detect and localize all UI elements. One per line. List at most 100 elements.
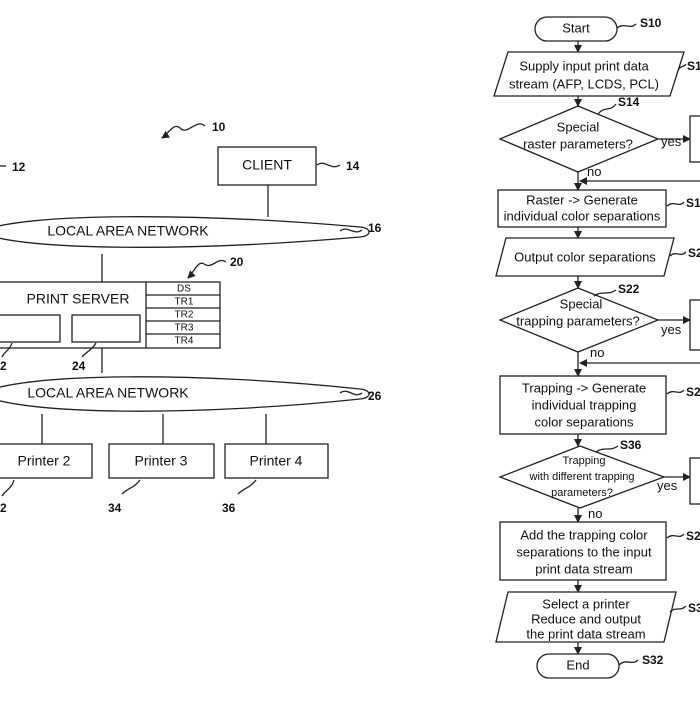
dec1-line-2: raster parameters? — [523, 136, 633, 151]
left-box-ref-leader — [1, 342, 13, 358]
trapping-process — [499, 375, 667, 435]
table-rows: DS TR1 TR2 TR3 TR4 — [146, 284, 220, 347]
start-label: Start — [562, 20, 590, 35]
dec1-step-label: S14 — [618, 95, 640, 109]
dec2-line-1: Special — [560, 296, 603, 311]
select-step-leader — [669, 605, 687, 613]
ref-12-label: 12 — [12, 160, 26, 174]
printer4-ref-label: 36 — [222, 501, 236, 515]
supply-io — [493, 51, 685, 97]
table-ref-label: 20 — [230, 255, 244, 269]
client-label: CLIENT — [242, 157, 292, 173]
system-ref-label: 10 — [212, 120, 226, 134]
print-server-label: PRINT SERVER — [27, 291, 130, 307]
add-separations-process — [499, 521, 667, 581]
trap-line-3: color separations — [535, 414, 634, 429]
table-row-tr1: TR1 — [175, 297, 194, 308]
select-printer-io — [495, 591, 677, 643]
end-label: End — [566, 657, 589, 672]
raster-step-label: S1 — [686, 196, 700, 210]
client-box — [217, 146, 317, 186]
add-line-1: Add the trapping color — [520, 527, 648, 542]
flowchart: Start S10 Supply input print data stream… — [493, 16, 700, 679]
printer4-box — [224, 443, 329, 479]
dec3-yes-box — [689, 457, 700, 505]
table-ref-arrow — [187, 259, 227, 279]
trap-line-2: individual trapping — [532, 397, 637, 412]
dec3-no-label: no — [588, 506, 602, 521]
system-ref-arrow — [161, 123, 206, 139]
raster-step-leader — [666, 201, 685, 207]
dec1-yes-label: yes — [661, 134, 682, 149]
right-box-ref-label: 24 — [72, 359, 86, 373]
dec1-yes-box — [689, 115, 700, 163]
dec2-no-label: no — [590, 345, 604, 360]
dec2-step-label: S22 — [618, 282, 640, 296]
left-box-ref-label: 2 — [0, 359, 7, 373]
start-step-leader — [616, 23, 637, 29]
dec2-yes-label: yes — [661, 322, 682, 337]
dec3-line-1: Trapping — [562, 455, 605, 467]
lan2-ref-leader — [339, 390, 363, 396]
supply-step-leader — [677, 63, 687, 71]
add-line-3: print data stream — [535, 561, 633, 576]
lan2-ref-label: 26 — [368, 389, 382, 403]
printer2-box — [0, 443, 93, 479]
server-module-left — [0, 314, 61, 343]
right-box-ref-leader — [81, 342, 97, 358]
raster-process — [497, 189, 667, 228]
server-module-right — [71, 314, 141, 343]
printer3-box — [108, 443, 215, 479]
trap-step-leader — [666, 389, 685, 395]
select-line-3: the print data stream — [526, 626, 645, 641]
dec3-step-leader — [595, 445, 619, 453]
add-step-leader — [666, 533, 685, 539]
table-row-tr3: TR3 — [175, 323, 194, 334]
table-row-ds: DS — [177, 284, 191, 295]
dec3-line-2: with different trapping — [529, 471, 635, 483]
printer3-ref-leader — [121, 479, 141, 495]
client-ref-label: 14 — [346, 159, 360, 173]
start-step-label: S10 — [640, 16, 662, 30]
trap-step-label: S2 — [686, 385, 700, 399]
end-step-label: S32 — [642, 653, 664, 667]
lan1-ellipse — [0, 216, 370, 248]
table-row-tr4: TR4 — [175, 336, 194, 347]
dec3-step-label: S36 — [620, 438, 642, 452]
printer2-ref-label: 2 — [0, 501, 7, 515]
add-line-2: separations to the input — [516, 544, 652, 559]
raster-line-1: Raster -> Generate — [526, 192, 638, 207]
lan1-ref-label: 16 — [368, 221, 382, 235]
output-label: Output color separations — [514, 249, 656, 264]
raster-line-2: individual color separations — [504, 208, 661, 223]
output-io — [495, 237, 675, 277]
lan1-ref-leader — [339, 228, 363, 233]
dec2-yes-box — [689, 299, 700, 351]
dec1-line-1: Special — [557, 119, 600, 134]
dec3-line-3: parameters? — [551, 487, 613, 499]
printer4-label: Printer 4 — [250, 453, 303, 469]
decision-different-trapping — [498, 445, 666, 509]
printer3-label: Printer 3 — [135, 453, 188, 469]
start-terminal — [534, 16, 618, 42]
select-line-1: Select a printer — [542, 596, 630, 611]
end-step-leader — [618, 659, 639, 666]
dec2-line-2: trapping parameters? — [516, 313, 640, 328]
supply-line-2: stream (AFP, LCDS, PCL) — [509, 76, 659, 91]
trap-line-1: Trapping -> Generate — [522, 380, 646, 395]
supply-step-label: S1 — [687, 59, 700, 73]
output-step-label: S2 — [688, 246, 700, 260]
network-diagram: 10 12 CLIENT 14 LOCAL AREA NETWORK 16 PR… — [0, 120, 382, 515]
printer3-ref-label: 34 — [108, 501, 122, 515]
lan2-label: LOCAL AREA NETWORK — [27, 385, 189, 401]
printer4-ref-leader — [237, 479, 257, 495]
printer2-label: Printer 2 — [18, 453, 71, 469]
dec2-step-leader — [593, 289, 617, 297]
printer2-ref-leader — [1, 479, 15, 497]
select-line-2: Reduce and output — [531, 611, 641, 626]
dec3-yes-label: yes — [657, 478, 678, 493]
output-step-leader — [669, 251, 687, 257]
client-ref-leader — [316, 162, 341, 168]
